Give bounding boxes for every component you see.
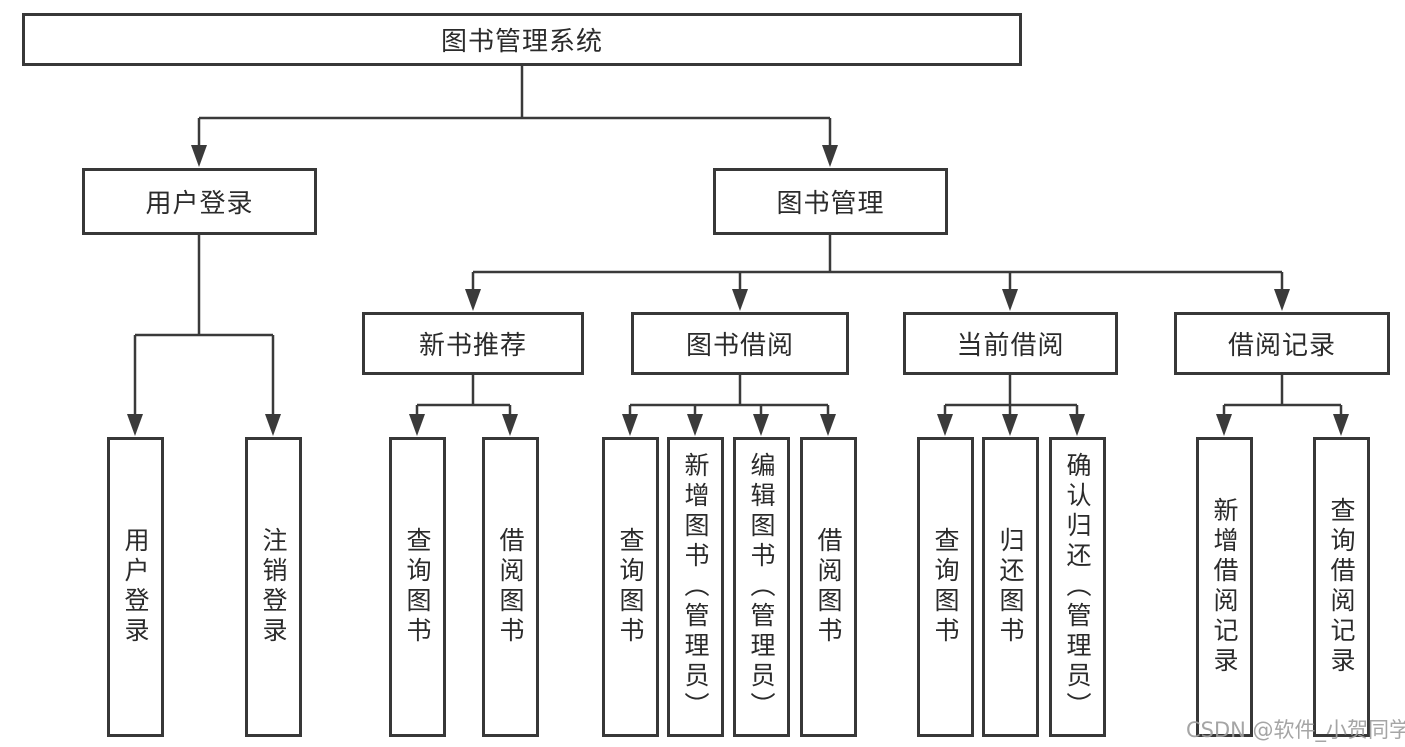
leaf-query-borrow-record: 查询借阅记录 — [1313, 437, 1370, 737]
leaf-user-login: 用户登录 — [107, 437, 164, 737]
node-label: 图书管理系统 — [440, 27, 603, 57]
leaf-label: 确认归还（管理员） — [1063, 452, 1092, 722]
arrowhead — [1333, 414, 1349, 436]
leaf-query-books-recommend: 查询图书 — [389, 437, 446, 737]
leaf-add-books-admin: 新增图书（管理员） — [667, 437, 724, 737]
node-book-management-branch: 图书管理 — [713, 168, 948, 235]
arrowhead — [1002, 414, 1018, 436]
node-label: 用户登录 — [145, 189, 254, 219]
arrowhead — [127, 414, 143, 436]
arrowhead — [1274, 289, 1290, 311]
node-book-borrowing: 图书借阅 — [631, 312, 849, 375]
node-borrowing-records: 借阅记录 — [1174, 312, 1390, 375]
arrowhead — [409, 414, 425, 436]
leaf-return-books: 归还图书 — [982, 437, 1039, 737]
node-label: 图书借阅 — [685, 331, 794, 361]
arrowheads-group — [127, 145, 1349, 436]
leaf-label: 查询借阅记录 — [1327, 497, 1356, 677]
leaf-label: 编辑图书（管理员） — [747, 452, 776, 722]
leaf-add-borrow-record: 新增借阅记录 — [1196, 437, 1253, 737]
leaf-label: 新增图书（管理员） — [681, 452, 710, 722]
arrowhead — [1216, 414, 1232, 436]
leaf-confirm-return-admin: 确认归还（管理员） — [1049, 437, 1106, 737]
leaf-label: 查询图书 — [403, 527, 432, 647]
leaf-label: 归还图书 — [996, 527, 1025, 647]
leaf-label: 用户登录 — [121, 527, 150, 647]
arrowhead — [1002, 289, 1018, 311]
leaf-query-books-borrowing: 查询图书 — [602, 437, 659, 737]
arrowhead — [820, 414, 836, 436]
node-label: 借阅记录 — [1227, 331, 1336, 361]
arrowhead — [732, 289, 748, 311]
leaf-label: 借阅图书 — [814, 527, 843, 647]
arrowhead — [265, 414, 281, 436]
arrowhead — [465, 289, 481, 311]
node-new-book-recommendation: 新书推荐 — [362, 312, 584, 375]
connector-lines — [133, 66, 1343, 417]
leaf-edit-books-admin: 编辑图书（管理员） — [733, 437, 790, 737]
node-current-borrowing: 当前借阅 — [903, 312, 1118, 375]
arrowhead — [502, 414, 518, 436]
node-label: 新书推荐 — [418, 331, 527, 361]
leaf-query-books-current: 查询图书 — [917, 437, 974, 737]
arrowhead — [937, 414, 953, 436]
arrowhead — [687, 414, 703, 436]
leaf-borrow-books-recommend: 借阅图书 — [482, 437, 539, 737]
arrowhead — [191, 145, 207, 167]
arrowhead — [753, 414, 769, 436]
node-user-login-branch: 用户登录 — [82, 168, 317, 235]
leaf-label: 借阅图书 — [496, 527, 525, 647]
csdn-watermark: CSDN @软件_小贺同学 — [1186, 718, 1405, 742]
leaf-label: 查询图书 — [616, 527, 645, 647]
node-library-management-system: 图书管理系统 — [22, 13, 1022, 66]
arrowhead — [622, 414, 638, 436]
node-label: 图书管理 — [776, 189, 885, 219]
arrowhead — [1069, 414, 1085, 436]
node-label: 当前借阅 — [956, 331, 1065, 361]
leaf-logout: 注销登录 — [245, 437, 302, 737]
leaf-borrow-books-borrowing: 借阅图书 — [800, 437, 857, 737]
arrowhead — [822, 145, 838, 167]
leaf-label: 查询图书 — [931, 527, 960, 647]
leaf-label: 新增借阅记录 — [1210, 497, 1239, 677]
leaf-label: 注销登录 — [259, 527, 288, 647]
